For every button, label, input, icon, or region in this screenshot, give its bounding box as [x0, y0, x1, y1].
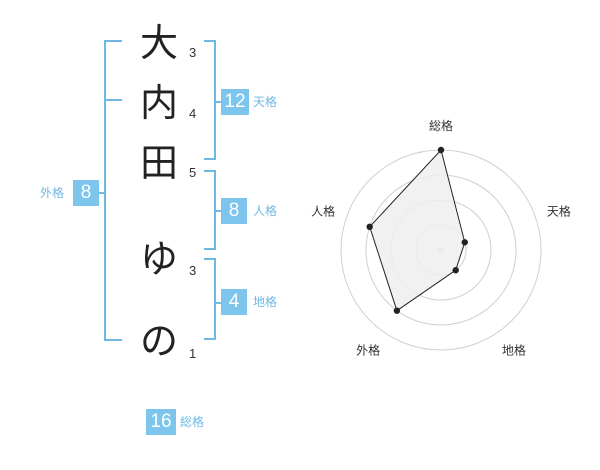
chikaku-label: 地格 [253, 295, 278, 309]
tenkaku-label: 天格 [253, 95, 278, 109]
stroke-count-2: 4 [189, 106, 197, 121]
tenkaku-bracket [204, 40, 216, 160]
radar-axis-label-1: 総格 [429, 118, 453, 133]
gaikaku-connector [98, 192, 106, 194]
stroke-count-3: 5 [189, 165, 197, 180]
radar-axis-label-5: 人格 [311, 204, 335, 219]
radar-point-1 [437, 146, 445, 154]
radar-point-2 [461, 239, 468, 246]
soukaku-label: 総格 [180, 415, 205, 429]
radar-axis-label-2: 天格 [547, 204, 571, 219]
tenkaku-value-badge: 12 [221, 89, 249, 115]
name-char-2: 内 [140, 81, 179, 125]
soukaku-value-badge: 16 [146, 409, 176, 435]
radar-axis-label-4: 外格 [356, 342, 380, 357]
stroke-count-5: 1 [189, 346, 197, 361]
jinkaku-label: 人格 [253, 204, 278, 218]
radar-axis-label-3: 地格 [502, 342, 526, 357]
radar-point-5 [366, 223, 373, 231]
radar-polygon [369, 148, 466, 312]
tenkaku-connector [214, 101, 222, 103]
gaikaku-value-badge: 8 [73, 180, 99, 206]
name-char-1: 大 [140, 21, 179, 65]
chikaku-value-badge: 4 [221, 289, 247, 315]
name-char-5: の [140, 319, 179, 363]
radar-series [366, 146, 468, 314]
jinkaku-connector [214, 210, 222, 212]
radar-point-3 [452, 267, 459, 274]
name-char-4: ゆ [140, 237, 179, 281]
chikaku-connector [214, 302, 222, 304]
stroke-count-1: 3 [189, 45, 197, 60]
chikaku-bracket [204, 258, 216, 340]
jinkaku-value-badge: 8 [221, 198, 247, 224]
gaikaku-label: 外格 [40, 186, 65, 200]
name-char-3: 田 [140, 141, 179, 185]
gaikaku-bracket [104, 40, 122, 341]
radar-point-4 [393, 307, 401, 314]
gaikaku-bracket-mid-tick [104, 99, 122, 101]
stroke-count-4: 3 [189, 263, 197, 278]
